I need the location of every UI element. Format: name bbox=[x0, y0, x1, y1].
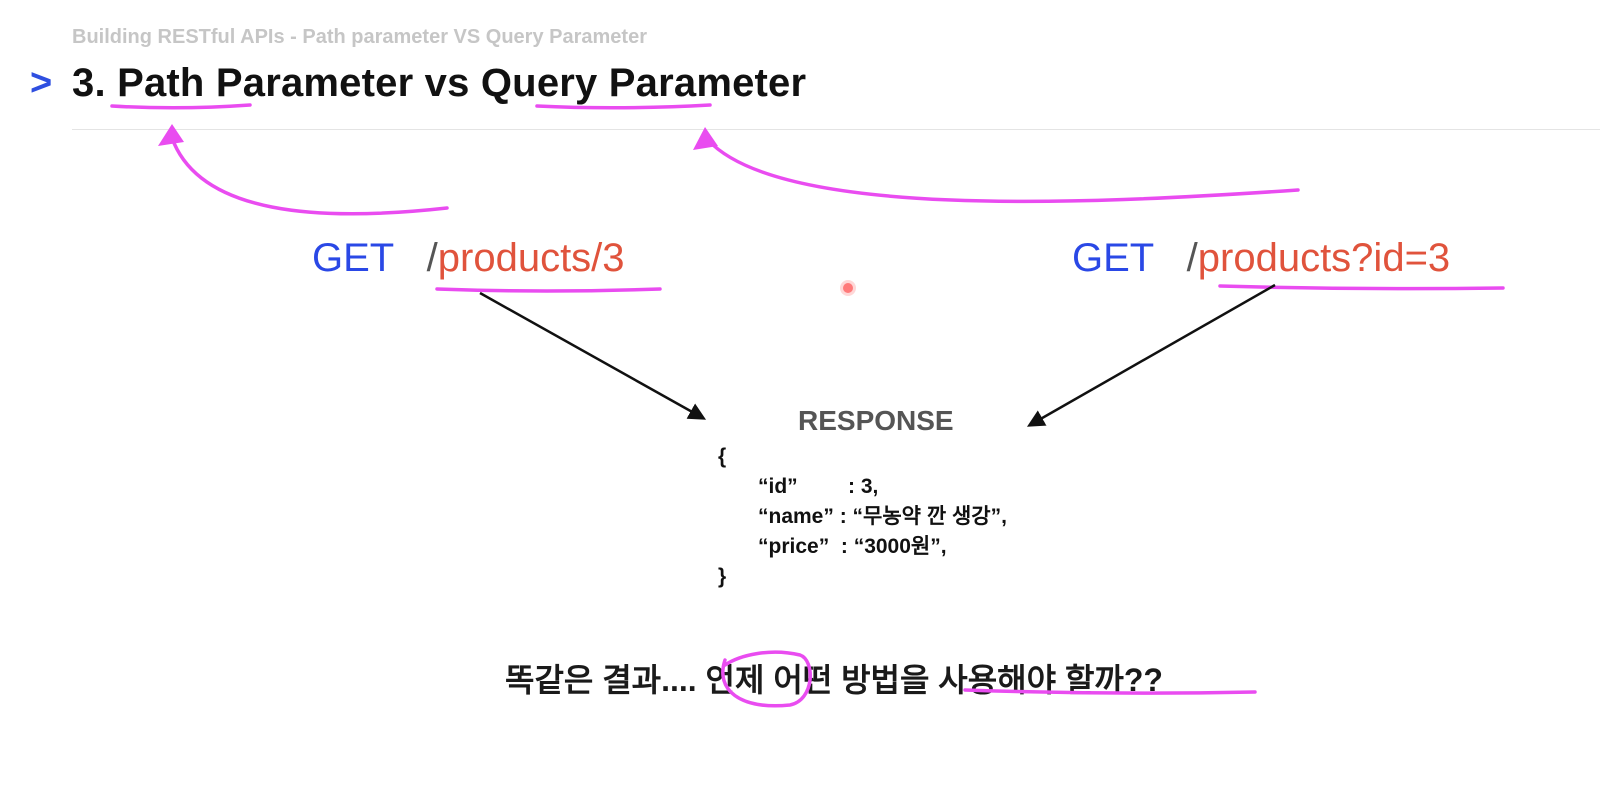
title-divider bbox=[72, 129, 1600, 130]
http-method: GET bbox=[312, 236, 394, 280]
response-title: RESPONSE bbox=[798, 405, 954, 436]
chevron-right-icon: > bbox=[30, 62, 53, 104]
breadcrumb: Building RESTful APIs - Path parameter V… bbox=[72, 26, 647, 48]
json-line-id: “id” : 3, bbox=[718, 472, 1007, 502]
endpoint-query-parameter: GET /products?id=3 bbox=[1072, 238, 1450, 278]
json-key: “id” bbox=[758, 475, 798, 498]
curved-arrow-left bbox=[170, 136, 449, 216]
json-line-price: “price” : “3000원”, bbox=[718, 532, 1007, 562]
magenta-arrowheads bbox=[158, 124, 718, 150]
arrowhead-right bbox=[693, 127, 718, 150]
question-text: 똑같은 결과.... 언제 어떤 방법을 사용해야 할까?? bbox=[505, 662, 1163, 698]
pointer-dot bbox=[843, 283, 853, 293]
json-line-name: “name” : “무농약 깐 생강”, bbox=[718, 502, 1007, 532]
path-slash: / bbox=[1186, 236, 1198, 280]
arrow-left-to-response bbox=[479, 291, 707, 420]
json-key: “price” bbox=[758, 535, 830, 558]
underline-path-left bbox=[435, 287, 662, 293]
response-json: { “id” : 3, “name” : “무농약 깐 생강”, “price” … bbox=[718, 442, 1007, 592]
curved-arrow-right bbox=[706, 138, 1300, 204]
http-method: GET bbox=[1072, 236, 1154, 280]
arrow-right-to-response bbox=[1026, 283, 1276, 427]
json-open-brace: { bbox=[718, 445, 727, 468]
title-row: > 3. Path Parameter vs Query Parameter bbox=[30, 58, 806, 108]
slide-title: 3. Path Parameter vs Query Parameter bbox=[72, 60, 807, 105]
json-value: : 3, bbox=[848, 475, 879, 498]
json-close-brace: } bbox=[718, 565, 727, 588]
json-value: : “무농약 깐 생강”, bbox=[839, 505, 1007, 528]
json-value: : “3000원”, bbox=[840, 535, 947, 558]
underline-path-right bbox=[1218, 284, 1505, 291]
endpoint-path: products/3 bbox=[437, 236, 625, 280]
endpoint-path: products?id=3 bbox=[1197, 236, 1451, 280]
json-key: “name” bbox=[758, 505, 834, 528]
black-arrows bbox=[479, 283, 1276, 427]
endpoint-path-parameter: GET /products/3 bbox=[312, 238, 625, 278]
path-slash: / bbox=[426, 236, 438, 280]
arrowhead-left bbox=[158, 124, 184, 146]
